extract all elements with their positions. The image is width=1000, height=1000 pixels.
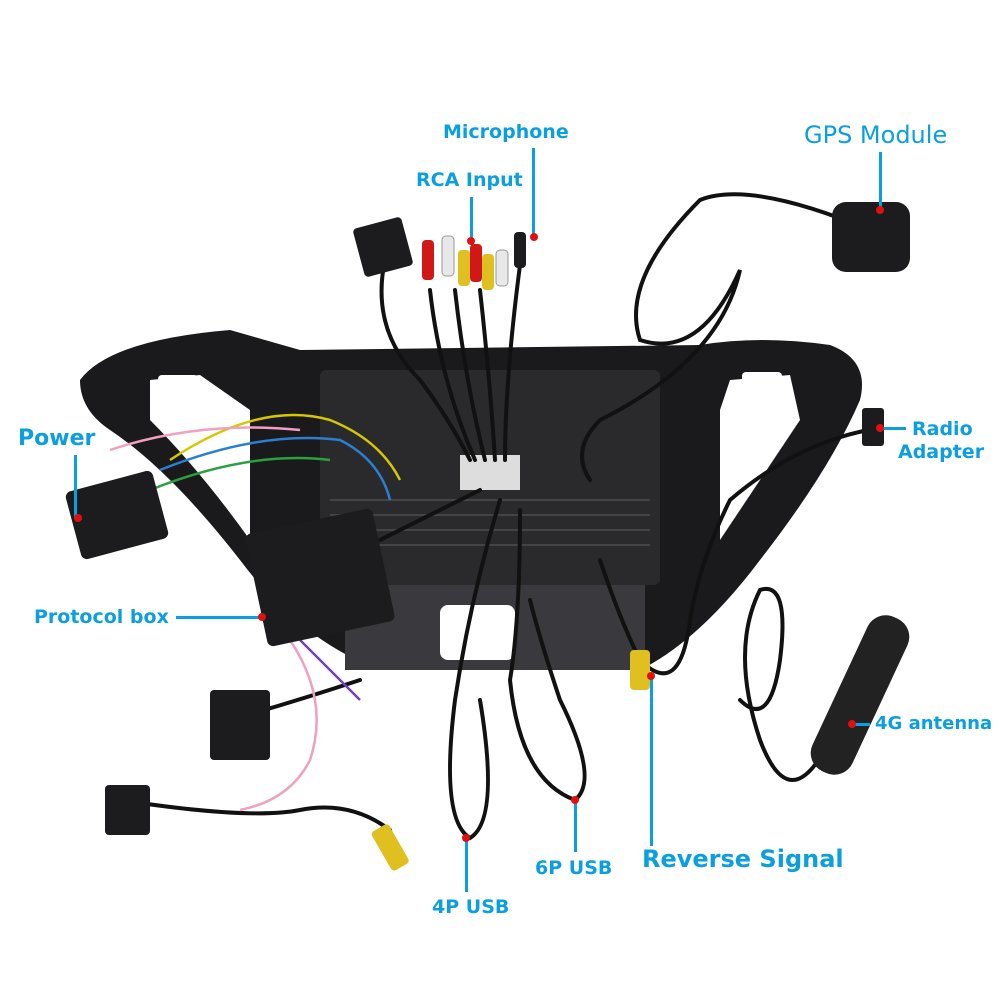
- marker-rca-input: [467, 237, 475, 245]
- marker-4g-antenna: [848, 720, 856, 728]
- leader-rca-input: [470, 197, 473, 241]
- marker-gps-module: [876, 206, 884, 214]
- leader-4g-antenna: [852, 723, 870, 726]
- marker-protocol-box: [258, 613, 266, 621]
- label-microphone: Microphone: [443, 121, 569, 143]
- leader-4p-usb: [465, 838, 468, 892]
- leader-6p-usb: [574, 800, 577, 852]
- protocol-box: [245, 508, 395, 647]
- marker-6p-usb: [571, 796, 579, 804]
- leader-microphone: [532, 148, 535, 237]
- marker-microphone: [530, 233, 538, 241]
- label-radio-adapter-2: Adapter: [898, 441, 985, 463]
- marker-power: [74, 514, 82, 522]
- leader-gps-module: [879, 152, 882, 210]
- gps-module: [832, 202, 910, 272]
- label-4p-usb: 4P USB: [432, 896, 510, 918]
- marker-reverse-signal: [647, 672, 655, 680]
- 4g-antenna: [810, 615, 910, 775]
- leader-power: [74, 455, 77, 519]
- label-6p-usb: 6P USB: [535, 857, 613, 879]
- marker-radio-adapter: [876, 424, 884, 432]
- label-power: Power: [18, 426, 96, 451]
- leader-reverse-signal: [650, 676, 653, 846]
- label-4g-antenna: 4G antenna: [875, 713, 993, 734]
- label-reverse-signal: Reverse Signal: [642, 845, 844, 873]
- label-gps-module: GPS Module: [804, 121, 948, 149]
- label-radio-adapter-1: Radio: [912, 418, 973, 440]
- label-protocol-box: Protocol box: [34, 606, 169, 628]
- power-harness: [65, 470, 169, 560]
- leader-radio-adapter: [880, 427, 906, 430]
- label-rca-input: RCA Input: [416, 169, 523, 191]
- marker-4p-usb: [462, 834, 470, 842]
- leader-protocol-box: [176, 616, 262, 619]
